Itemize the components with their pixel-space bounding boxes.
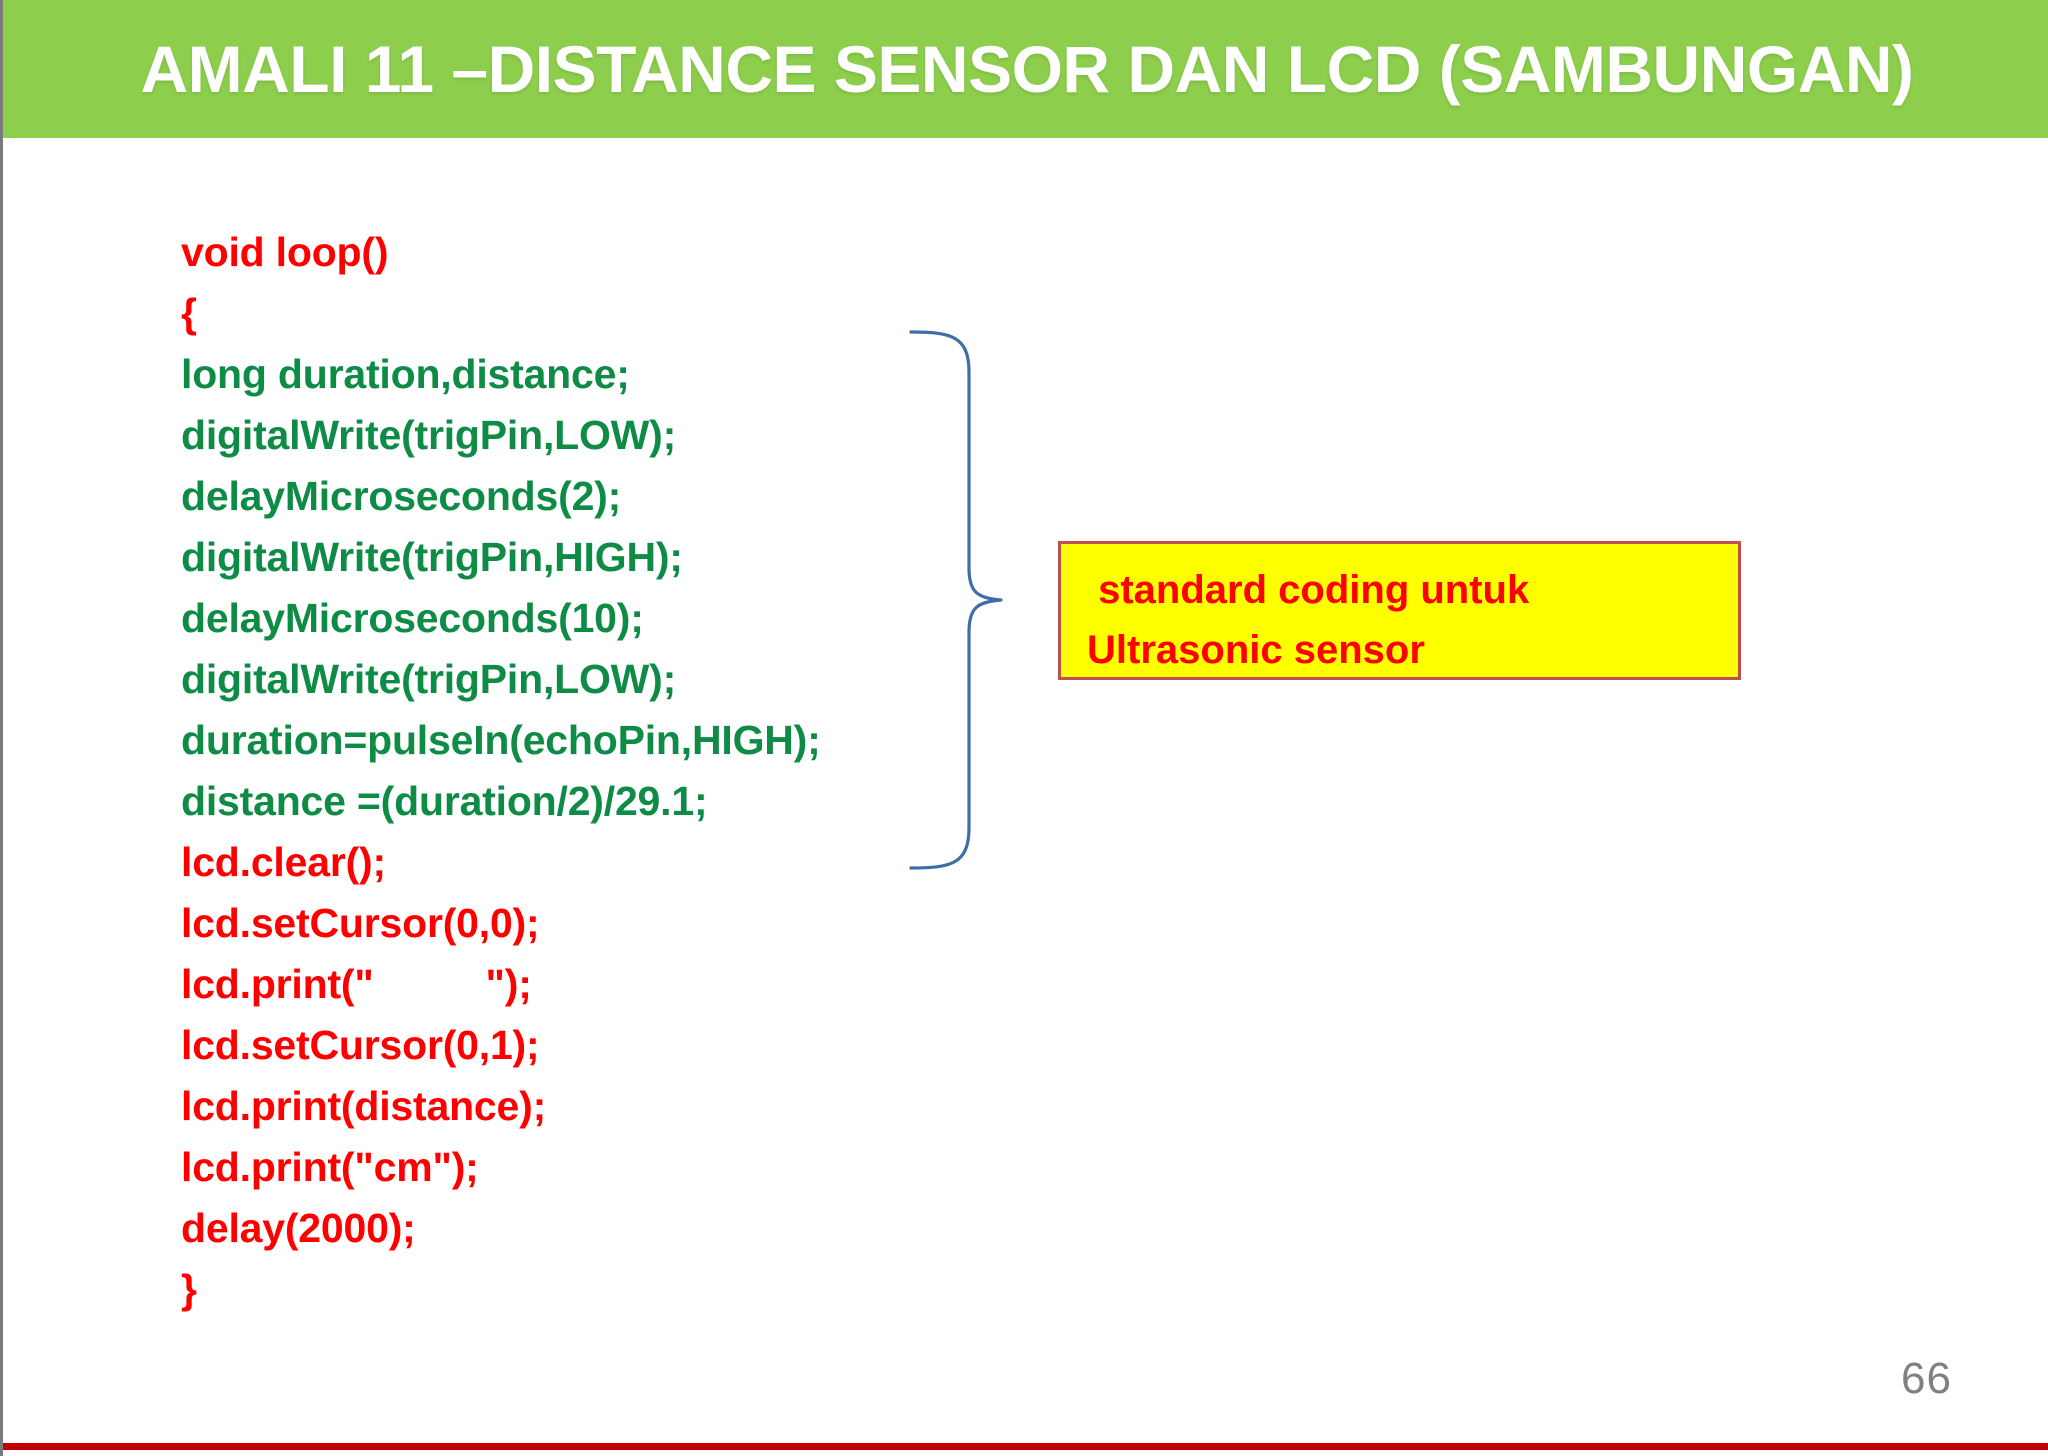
code-line: delayMicroseconds(2); bbox=[181, 473, 622, 519]
page-title: AMALI 11 –DISTANCE SENSOR DAN LCD (SAMBU… bbox=[140, 32, 1914, 106]
code-line: delay(2000); bbox=[181, 1205, 416, 1251]
code-line: void loop() bbox=[181, 229, 389, 275]
code-line: delayMicroseconds(10); bbox=[181, 595, 644, 641]
code-line: digitalWrite(trigPin,LOW); bbox=[181, 656, 677, 702]
code-listing: void loop() { long duration,distance; digit… bbox=[181, 222, 981, 1320]
code-line: lcd.print(distance); bbox=[181, 1083, 547, 1129]
curly-brace-icon bbox=[909, 330, 1003, 870]
callout-line: Ultrasonic sensor bbox=[1087, 628, 1425, 672]
code-line: } bbox=[181, 1266, 197, 1312]
code-line: lcd.print(" "); bbox=[181, 961, 532, 1007]
code-line: digitalWrite(trigPin,HIGH); bbox=[181, 534, 683, 580]
code-line: long duration,distance; bbox=[181, 351, 630, 397]
code-line: lcd.clear(); bbox=[181, 839, 386, 885]
slide-header-banner: AMALI 11 –DISTANCE SENSOR DAN LCD (SAMBU… bbox=[3, 0, 2048, 138]
callout-line: standard coding untuk bbox=[1087, 568, 1530, 612]
code-line: duration=pulseIn(echoPin,HIGH); bbox=[181, 717, 821, 763]
curly-brace-connector bbox=[903, 320, 1023, 880]
page-number: 66 bbox=[1901, 1354, 1952, 1403]
code-line: lcd.print("cm"); bbox=[181, 1144, 479, 1190]
code-line: digitalWrite(trigPin,LOW); bbox=[181, 412, 677, 458]
code-line: lcd.setCursor(0,1); bbox=[181, 1022, 540, 1068]
bottom-rule-divider bbox=[3, 1443, 2048, 1450]
code-line: { bbox=[181, 290, 197, 336]
code-line: lcd.setCursor(0,0); bbox=[181, 900, 540, 946]
code-line: distance =(duration/2)/29.1; bbox=[181, 778, 708, 824]
